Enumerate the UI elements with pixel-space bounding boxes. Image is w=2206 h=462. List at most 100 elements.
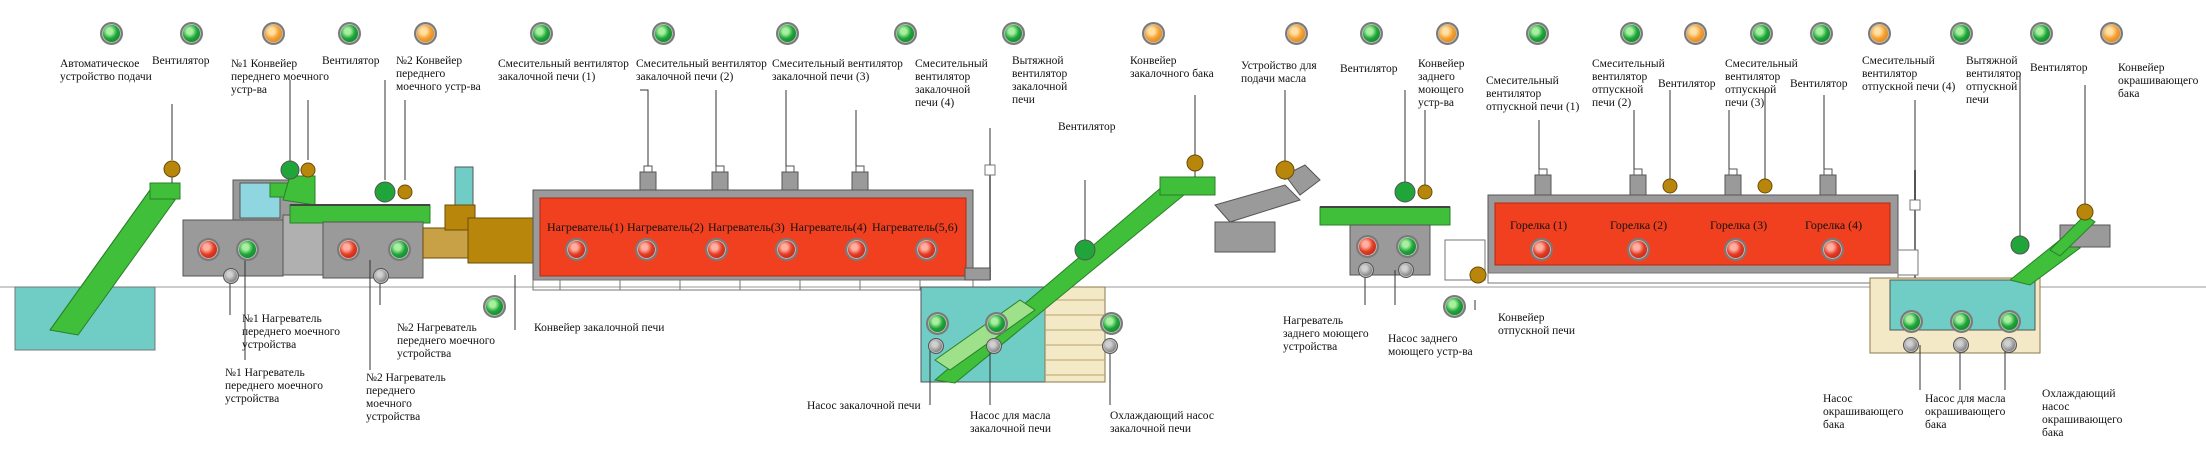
label-quench-tank-conveyor: Конвейер закалочного бака bbox=[1130, 55, 1214, 80]
top-indicator-lamp[interactable] bbox=[894, 22, 917, 45]
heater-label-5-6: Нагреватель(5,6) bbox=[872, 220, 958, 234]
leader-lines bbox=[171, 75, 2086, 405]
paint-cooling-valve-lamp bbox=[2001, 337, 2017, 353]
pre-wash-1-heater-lamp[interactable] bbox=[197, 238, 220, 261]
burner-label-4: Горелка (4) bbox=[1805, 218, 1863, 232]
quench-furnace-conveyor-lamp[interactable] bbox=[483, 295, 506, 318]
label-heater-rear-wash: Нагреватель заднего моющего устройства bbox=[1283, 315, 1369, 353]
heater-label-1: Нагреватель(1) bbox=[547, 220, 624, 234]
rear-wash-heater-valve-lamp bbox=[1358, 262, 1374, 278]
label-temper-mix-fan-4: Смесительный вентилятор отпускной печи (… bbox=[1862, 55, 1956, 93]
quench-oil-valve-lamp bbox=[986, 338, 1002, 354]
top-indicator-lamp[interactable] bbox=[1360, 22, 1383, 45]
label-heater-pre-wash-1b: №1 Нагреватель переднего моечного устрой… bbox=[225, 367, 323, 405]
temper-conveyor-lamp[interactable] bbox=[1443, 295, 1466, 318]
quench-heater-2-lamp[interactable] bbox=[635, 238, 658, 261]
quench-oil-pump-lamp[interactable] bbox=[985, 312, 1008, 335]
label-conveyor-pre-wash-1: №1 Конвейер переднего моечного устр-ва bbox=[231, 58, 329, 96]
label-quench-exhaust-fan: Вытяжной вентилятор закалочной печи bbox=[1012, 55, 1068, 106]
top-indicator-lamp[interactable] bbox=[100, 22, 123, 45]
label-temper-exhaust-fan: Вытяжной вентилятор отпускной печи bbox=[1966, 55, 2022, 106]
burner-3-lamp[interactable] bbox=[1724, 238, 1747, 261]
top-indicator-lamp[interactable] bbox=[262, 22, 285, 45]
quench-heater-5-lamp[interactable] bbox=[845, 238, 868, 261]
rear-wash-pump-valve-lamp bbox=[1398, 262, 1414, 278]
burner-label-1: Горелка (1) bbox=[1510, 218, 1568, 232]
label-fan-5: Вентилятор bbox=[1658, 78, 1716, 90]
paint-pump-valve-lamp bbox=[1903, 337, 1919, 353]
label-quench-mix-fan-2: Смесительный вентилятор закалочной печи … bbox=[636, 58, 767, 83]
top-indicator-lamp[interactable] bbox=[180, 22, 203, 45]
quench-cooling-pump-lamp[interactable] bbox=[1100, 312, 1123, 335]
burner-label-2: Горелка (2) bbox=[1610, 218, 1668, 232]
top-indicator-lamp[interactable] bbox=[1526, 22, 1549, 45]
label-fan-7: Вентилятор bbox=[2030, 62, 2088, 74]
pre-wash-2 bbox=[289, 166, 534, 279]
top-indicator-lamp[interactable] bbox=[1436, 22, 1459, 45]
quench-cooling-valve-lamp bbox=[1102, 338, 1118, 354]
label-quench-pump: Насос закалочной печи bbox=[807, 400, 921, 412]
quenching-furnace bbox=[532, 164, 996, 291]
top-indicator-lamp[interactable] bbox=[652, 22, 675, 45]
top-indicator-lamp[interactable] bbox=[2100, 22, 2123, 45]
top-indicator-lamp[interactable] bbox=[1810, 22, 1833, 45]
label-paint-oil-pump: Насос для масла окрашивающего бака bbox=[1925, 393, 2006, 431]
burner-4-lamp[interactable] bbox=[1821, 238, 1844, 261]
burner-1-lamp[interactable] bbox=[1530, 238, 1553, 261]
pre-wash-2-pump-lamp[interactable] bbox=[388, 238, 411, 261]
label-paint-tank-pump: Насос окрашивающего бака bbox=[1823, 393, 1904, 431]
label-temper-furnace-conveyor: Конвейер отпускной печи bbox=[1498, 312, 1576, 337]
label-quench-mix-fan-1: Смесительный вентилятор закалочной печи … bbox=[498, 58, 629, 83]
label-quench-furnace-conveyor: Конвейер закалочной печи bbox=[534, 322, 665, 334]
top-indicator-lamp[interactable] bbox=[1620, 22, 1643, 45]
label-pump-rear-wash: Насос заднего моющего устр-ва bbox=[1388, 333, 1473, 358]
tempering-furnace bbox=[1487, 168, 1921, 284]
paint-pump-lamp[interactable] bbox=[1900, 310, 1923, 333]
label-heater-pre-wash-1a: №1 Нагреватель переднего моечного устрой… bbox=[242, 313, 340, 351]
top-indicator-lamp[interactable] bbox=[1002, 22, 1025, 45]
top-indicator-lamp[interactable] bbox=[1285, 22, 1308, 45]
label-paint-cooling-pump: Охлаждающий насос окрашивающего бака bbox=[2042, 388, 2123, 439]
paint-cooling-pump-lamp[interactable] bbox=[1998, 310, 2021, 333]
top-indicator-lamp[interactable] bbox=[1684, 22, 1707, 45]
pre-wash-1 bbox=[182, 160, 324, 277]
top-indicator-lamp[interactable] bbox=[1750, 22, 1773, 45]
auto-feeder bbox=[14, 160, 181, 351]
quench-heater-3-lamp[interactable] bbox=[705, 238, 728, 261]
heater-label-4: Нагреватель(4) bbox=[790, 220, 867, 234]
label-heater-pre-wash-2b: №2 Нагреватель переднего моечного устрой… bbox=[366, 372, 446, 423]
top-indicator-lamp[interactable] bbox=[1950, 22, 1973, 45]
top-indicator-lamp[interactable] bbox=[1142, 22, 1165, 45]
label-temper-mix-fan-1: Смесительный вентилятор отпускной печи (… bbox=[1486, 75, 1580, 113]
top-indicator-lamp[interactable] bbox=[530, 22, 553, 45]
label-auto-feeder: Автоматическое устройство подачи bbox=[60, 58, 152, 83]
pre-wash-2-heater-lamp[interactable] bbox=[337, 238, 360, 261]
label-conveyor-rear-wash: Конвейер заднего моющего устр-ва bbox=[1418, 58, 1465, 109]
label-fan-2: Вентилятор bbox=[322, 55, 380, 67]
rear-wash-pump-lamp[interactable] bbox=[1396, 235, 1419, 258]
quench-heater-1-lamp[interactable] bbox=[565, 238, 588, 261]
top-indicator-lamp[interactable] bbox=[1868, 22, 1891, 45]
quench-heater-6-lamp[interactable] bbox=[915, 238, 938, 261]
burner-2-lamp[interactable] bbox=[1627, 238, 1650, 261]
label-fan-3: Вентилятор bbox=[1058, 121, 1116, 133]
quench-pump-lamp[interactable] bbox=[926, 312, 949, 335]
rear-wash-heater-lamp[interactable] bbox=[1356, 235, 1379, 258]
label-temper-mix-fan-2: Смесительный вентилятор отпускной печи (… bbox=[1592, 58, 1665, 109]
quench-heater-4-lamp[interactable] bbox=[775, 238, 798, 261]
top-indicator-lamp[interactable] bbox=[414, 22, 437, 45]
paint-oil-pump-lamp[interactable] bbox=[1950, 310, 1973, 333]
pre-wash-1-valve-lamp bbox=[223, 268, 239, 284]
top-indicator-lamp[interactable] bbox=[2030, 22, 2053, 45]
quench-pump-valve-lamp bbox=[928, 338, 944, 354]
heater-label-3: Нагреватель(3) bbox=[708, 220, 785, 234]
paint-oil-valve-lamp bbox=[1953, 337, 1969, 353]
top-indicator-lamp[interactable] bbox=[776, 22, 799, 45]
label-paint-tank-conveyor: Конвейер окрашивающего бака bbox=[2118, 62, 2199, 100]
label-quench-mix-fan-4: Смесительный вентилятор закалочной печи … bbox=[915, 58, 988, 109]
label-quench-oil-pump: Насос для масла закалочной печи bbox=[970, 410, 1052, 435]
pre-wash-1-pump-lamp[interactable] bbox=[236, 238, 259, 261]
label-fan-4: Вентилятор bbox=[1340, 63, 1398, 75]
top-indicator-lamp[interactable] bbox=[338, 22, 361, 45]
